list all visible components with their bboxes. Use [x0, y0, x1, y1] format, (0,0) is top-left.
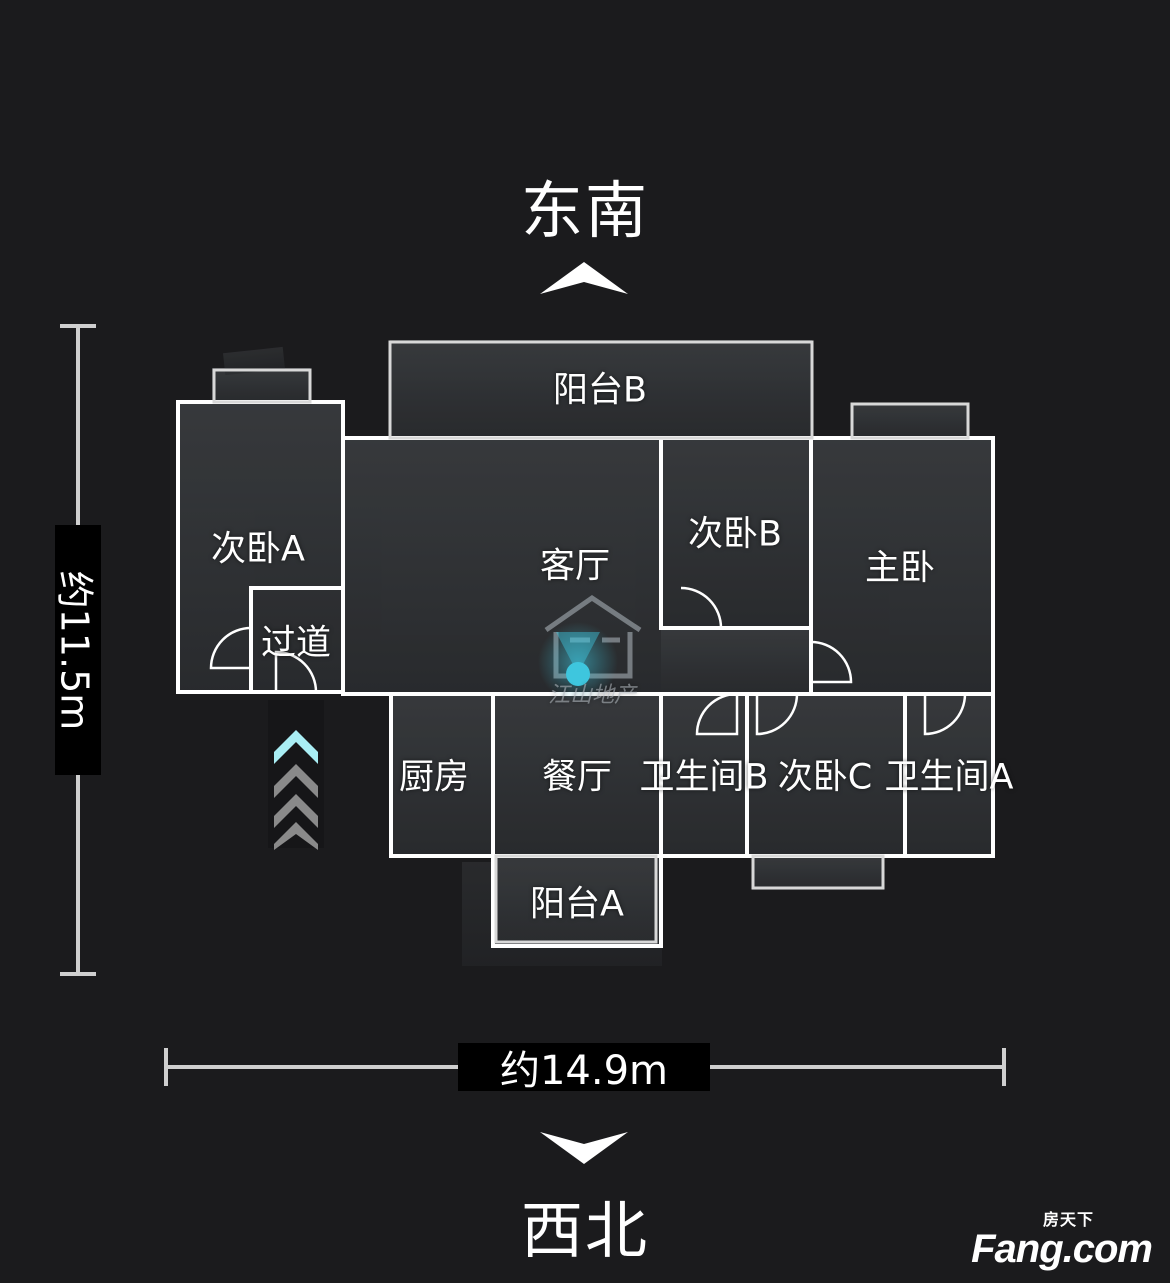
room-label-living-room[interactable]: 客厅	[539, 546, 611, 587]
north-arrow-up-icon	[540, 262, 628, 294]
room-label-master-bedroom[interactable]: 主卧	[864, 548, 936, 589]
direction-bottom-label: 西北	[520, 1194, 649, 1267]
room-label-kitchen[interactable]: 厨房	[398, 757, 470, 798]
room-label-bathroom-a[interactable]: 卫生间A	[884, 757, 1014, 798]
width-dimension-label: 约14.9m	[458, 1043, 710, 1094]
brand-en-text: Fang.com	[971, 1227, 1153, 1271]
room-label-bedroom-b[interactable]: 次卧B	[687, 514, 783, 555]
entry-arrows-icon[interactable]	[274, 730, 318, 850]
brand-cn-text: 房天下	[1042, 1212, 1094, 1229]
room-label-bathroom-b[interactable]: 卫生间B	[639, 757, 769, 798]
width-dimension-line	[164, 1048, 1006, 1086]
view-direction-cone	[556, 632, 600, 674]
door-swings	[209, 586, 967, 736]
watermark-text: 江山地产	[547, 683, 637, 708]
direction-top-label: 东南	[520, 174, 649, 247]
current-position-marker-icon[interactable]	[566, 662, 590, 686]
room-floors	[178, 340, 993, 966]
height-dimension-label: 约11.5m	[53, 525, 101, 775]
height-dimension-text: 约11.5m	[52, 570, 97, 730]
south-arrow-down-icon	[540, 1132, 628, 1164]
balcony-railings	[212, 340, 970, 944]
height-dimension-line	[60, 324, 96, 976]
room-label-balcony-a[interactable]: 阳台A	[530, 884, 624, 925]
room-label-corridor[interactable]: 过道	[260, 623, 332, 664]
fang-logo: 房天下 Fang.com	[971, 1212, 1153, 1271]
room-label-bedroom-a[interactable]: 次卧A	[211, 529, 305, 570]
room-label-bedroom-c[interactable]: 次卧C	[777, 757, 873, 798]
room-label-dining-room[interactable]: 餐厅	[541, 757, 613, 798]
room-label-balcony-b[interactable]: 阳台B	[552, 370, 648, 411]
